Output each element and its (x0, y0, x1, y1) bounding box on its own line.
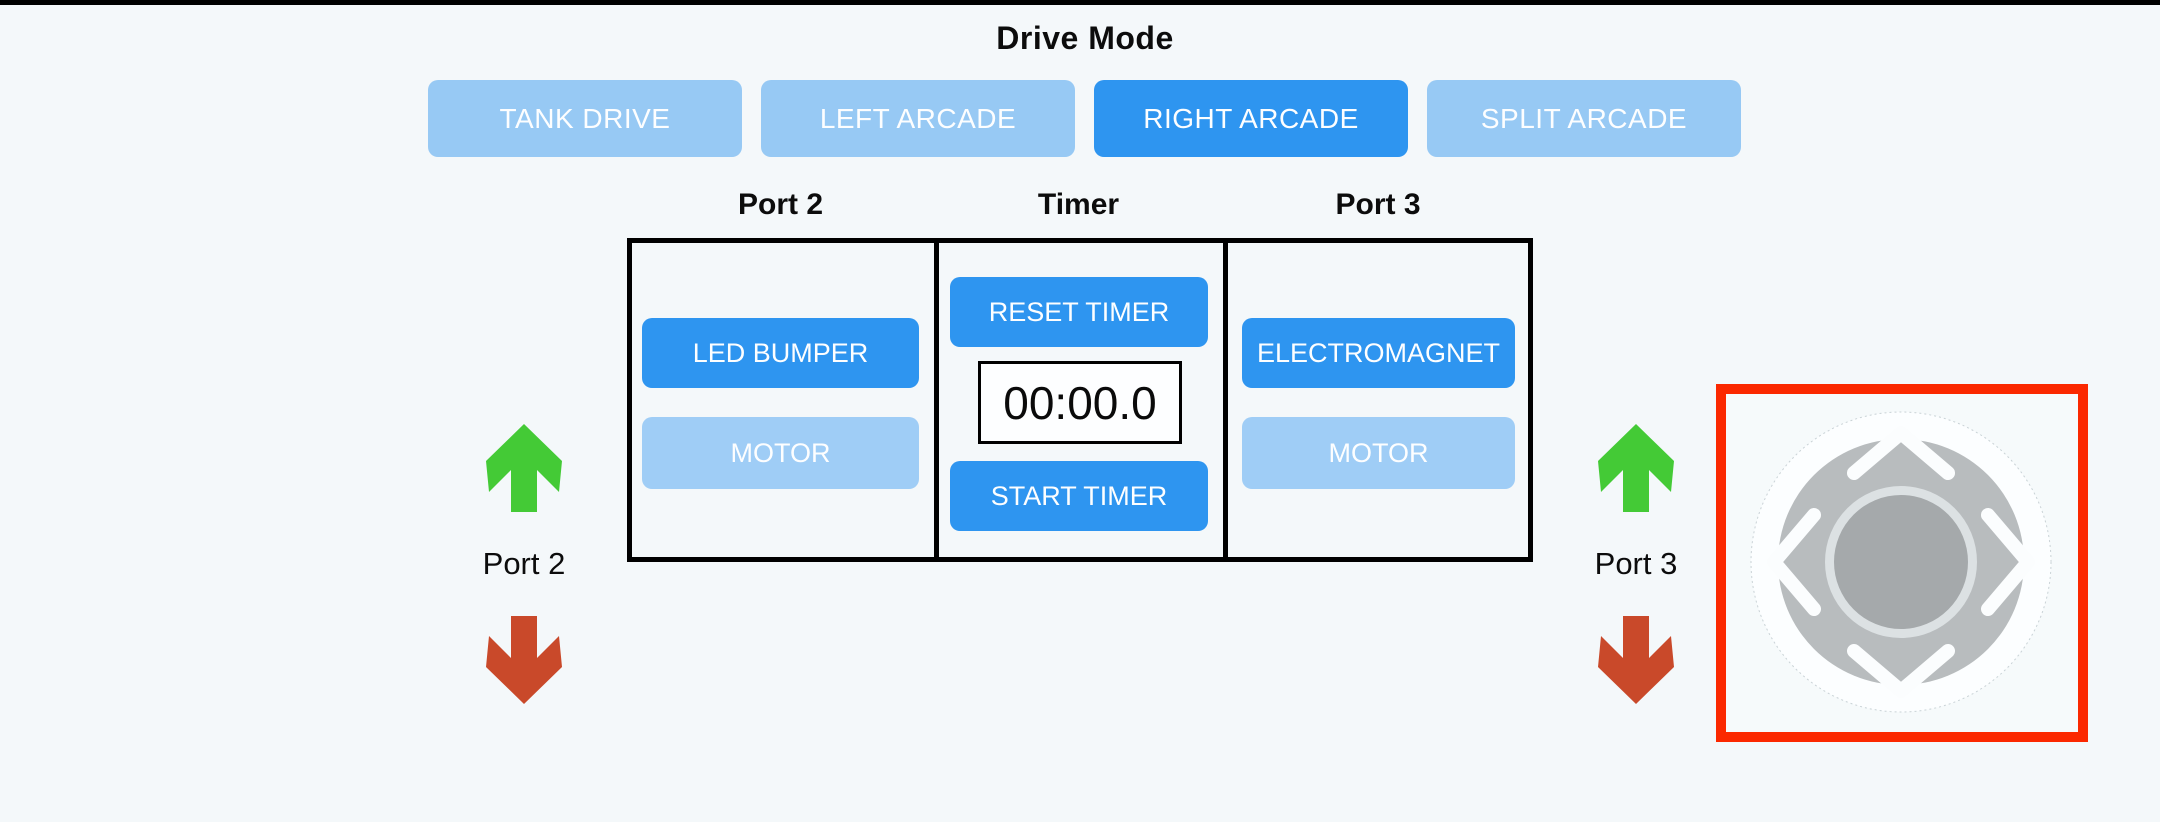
right-arcade-button[interactable]: RIGHT ARCADE (1094, 80, 1408, 157)
port3-side-label: Port 3 (1594, 546, 1678, 581)
timer-column-header: Timer (1037, 188, 1120, 221)
port2-down-arrow-icon[interactable] (486, 616, 562, 704)
timer-display: 00:00.0 (978, 361, 1182, 444)
start-timer-button[interactable]: START TIMER (950, 461, 1208, 531)
port2-side-label: Port 2 (482, 546, 566, 581)
split-arcade-button[interactable]: SPLIT ARCADE (1427, 80, 1741, 157)
port3-down-arrow-icon[interactable] (1598, 616, 1674, 704)
tank-drive-button[interactable]: TANK DRIVE (428, 80, 742, 157)
port2-up-arrow-icon[interactable] (486, 424, 562, 512)
top-border-bar (0, 0, 2160, 5)
timer-column: RESET TIMER 00:00.0 START TIMER (939, 243, 1228, 557)
joystick-chevron-left-icon (1767, 508, 1821, 616)
left-arcade-button[interactable]: LEFT ARCADE (761, 80, 1075, 157)
joystick-chevron-right-icon (1981, 508, 2035, 616)
port2-column: LED BUMPER MOTOR (632, 243, 939, 557)
red-down-arrow-shape (1598, 616, 1674, 704)
joystick-knob[interactable] (1834, 495, 1968, 629)
joystick-chevron-up-icon (1847, 426, 1955, 480)
port3-column-header: Port 3 (1335, 188, 1421, 221)
port3-column: ELECTROMAGNET MOTOR (1228, 243, 1528, 557)
drive-mode-title: Drive Mode (996, 20, 1174, 56)
drive-mode-button-row: TANK DRIVE LEFT ARCADE RIGHT ARCADE SPLI… (428, 80, 1741, 157)
green-up-arrow-shape (1598, 424, 1674, 512)
port2-column-header: Port 2 (737, 188, 824, 221)
led-bumper-button[interactable]: LED BUMPER (642, 318, 919, 388)
red-down-arrow-shape (486, 616, 562, 704)
device-control-table: LED BUMPER MOTOR RESET TIMER 00:00.0 STA… (627, 238, 1533, 562)
port2-motor-button[interactable]: MOTOR (642, 417, 919, 489)
joystick-chevron-down-icon (1847, 644, 1955, 698)
port3-up-arrow-icon[interactable] (1598, 424, 1674, 512)
joystick-pad[interactable] (1716, 384, 2088, 742)
reset-timer-button[interactable]: RESET TIMER (950, 277, 1208, 347)
port3-motor-button[interactable]: MOTOR (1242, 417, 1515, 489)
green-up-arrow-shape (486, 424, 562, 512)
electromagnet-button[interactable]: ELECTROMAGNET (1242, 318, 1515, 388)
